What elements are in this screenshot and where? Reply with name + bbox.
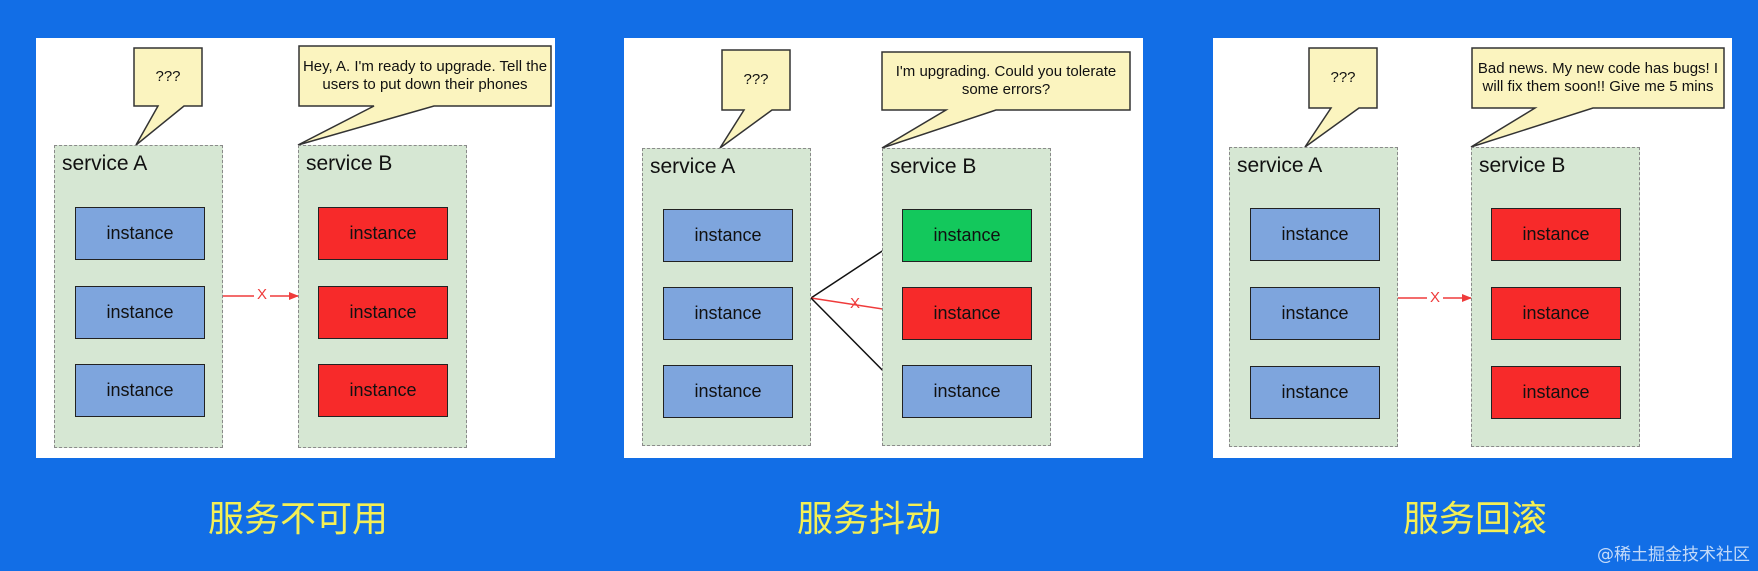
service-a-instance: instance [663,287,793,340]
speech-bubble-b [297,45,552,146]
caption-rollback: 服务回滚 [1403,499,1548,540]
arrow-x-mark: X [849,295,860,312]
arrow-x-mark: X [1427,288,1443,308]
caption-unavailable: 服务不可用 [208,499,389,540]
speech-bubble-a [719,49,791,149]
watermark: @稀土掘金技术社区 [1597,545,1750,565]
service-b-title: service B [1479,154,1566,177]
speech-bubble-b [1470,47,1725,148]
service-b-instance: instance [1491,208,1621,261]
service-a-instance: instance [1250,287,1380,340]
service-a-title: service A [650,155,736,178]
service-a-instance: instance [1250,366,1380,419]
service-b-title: service B [890,155,977,178]
caption-jitter: 服务抖动 [797,499,942,540]
service-a-instance: instance [1250,208,1380,261]
bubble-b-text: Hey, A. I'm ready to upgrade. Tell the u… [302,58,548,93]
bubble-a-text: ??? [155,68,181,85]
service-a-instance: instance [663,365,793,418]
service-b-instance: instance [902,209,1032,262]
panel-jitter: ??? I'm upgrading. Could you tolerate so… [624,38,1143,458]
service-a-title: service A [1237,154,1323,177]
speech-bubble-a [133,47,203,146]
panel-rollback: ??? Bad news. My new code has bugs! I wi… [1213,38,1732,458]
service-b-instance: instance [902,287,1032,340]
service-b-instance: instance [318,286,448,339]
service-b-instance: instance [902,365,1032,418]
bubble-a-text: ??? [743,71,769,88]
service-b-instance: instance [318,364,448,417]
service-b-title: service B [306,152,393,175]
service-a-instance: instance [75,207,205,260]
bubble-a-text: ??? [1330,69,1356,86]
panel-graphics [719,49,1131,391]
panel-unavailable: ??? Hey, A. I'm ready to upgrade. Tell t… [36,38,555,458]
bubble-b-text: Bad news. My new code has bugs! I will f… [1477,60,1719,95]
bubble-b-text: I'm upgrading. Could you tolerate some e… [895,63,1117,98]
service-b-instance: instance [1491,366,1621,419]
arrow-x-mark: X [254,285,270,305]
service-a-instance: instance [663,209,793,262]
service-a-title: service A [62,152,148,175]
service-b-instance: instance [1491,287,1621,340]
panel-graphics [1304,47,1725,302]
service-a-instance: instance [75,364,205,417]
service-b-instance: instance [318,207,448,260]
speech-bubble-b [881,51,1131,149]
speech-bubble-a [1304,47,1378,148]
service-a-instance: instance [75,286,205,339]
